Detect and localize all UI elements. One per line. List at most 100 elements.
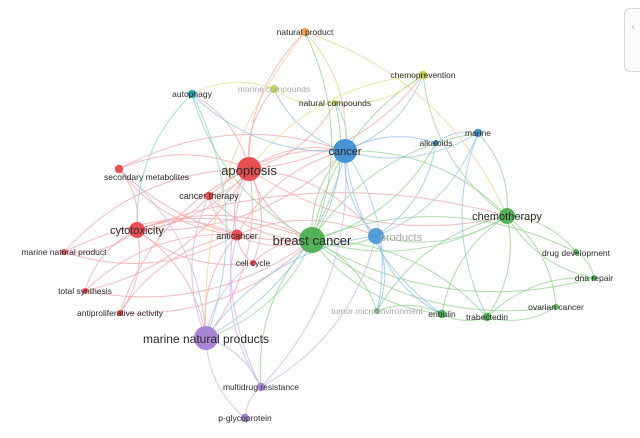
link-cytotoxicity-antiproliferative_activity	[119, 229, 141, 314]
node-total-synthesis[interactable]	[82, 288, 88, 294]
node-autophagy[interactable]	[187, 89, 197, 99]
link-apoptosis-natural_compounds	[248, 102, 336, 170]
node-antiproliferative-activity[interactable]	[117, 310, 123, 316]
link-breast_cancer-autophagy	[191, 93, 313, 241]
link-apoptosis-total_synthesis	[84, 168, 250, 292]
link-chemotherapy-chemoprevention	[422, 74, 508, 217]
node-label-marine[interactable]: marine	[465, 128, 491, 138]
node-label-eribulin[interactable]: eribulin	[428, 309, 456, 319]
link-autophagy-marine_natural_products	[191, 93, 227, 339]
link-marine_natural_products-cancer_therapy	[191, 195, 210, 339]
link-antiproliferative_activity-breast_cancer	[119, 239, 313, 314]
node-products[interactable]	[368, 228, 384, 244]
node-label-multidrug-resistance[interactable]: multidrug resistance	[223, 382, 299, 392]
node-label-chemotherapy[interactable]: chemotherapy	[472, 211, 542, 223]
node-anticancer[interactable]	[231, 229, 243, 241]
node-marine-natural-products[interactable]	[194, 326, 218, 350]
link-chemotherapy-eribulin	[441, 215, 508, 315]
node-label-marine-compounds[interactable]: marine compounds	[238, 84, 310, 94]
link-multidrug_resistance-products	[260, 235, 377, 388]
node-chemotherapy[interactable]	[499, 208, 515, 224]
node-label-apoptosis[interactable]: apoptosis	[221, 163, 277, 178]
node-cell-cycle[interactable]	[250, 260, 256, 266]
node-label-marine-natural-product[interactable]: marine natural product	[21, 247, 107, 257]
node-label-cytotoxicity[interactable]: cytotoxicity	[110, 225, 164, 237]
node-label-anticancer[interactable]: anticancer	[216, 231, 258, 241]
link-cytotoxicity-cancer_therapy	[136, 195, 210, 231]
node-label-trabectedin[interactable]: trabectedin	[466, 312, 508, 322]
node-cancer[interactable]	[333, 139, 357, 163]
link-chemotherapy-trabectedin	[486, 215, 511, 318]
link-apoptosis-marine_natural_products	[205, 168, 253, 339]
link-cytotoxicity-marine_natural_products	[136, 229, 207, 339]
link-chemotherapy-ovarian_cancer	[506, 215, 557, 308]
node-label-antiproliferative-activity[interactable]: antiproliferative activity	[77, 308, 164, 318]
link-marine_natural_products-p_glycoprotein	[205, 337, 246, 419]
node-label-ovarian-cancer[interactable]: ovarian cancer	[528, 302, 584, 312]
node-label-cell-cycle[interactable]: cell cycle	[236, 258, 271, 268]
link-cytotoxicity-cancer	[136, 150, 346, 231]
side-panel-collapse-button[interactable]: ‹	[624, 8, 640, 72]
link-apoptosis-marine_natural_product	[63, 168, 250, 253]
node-natural-product[interactable]	[300, 27, 310, 37]
link-natural_compounds-marine_compounds	[273, 88, 336, 106]
link-alkaloids-products	[375, 142, 437, 237]
node-label-drug-development[interactable]: drug development	[542, 248, 611, 258]
node-label-p-glycoprotein[interactable]: p-glycoprotein	[218, 413, 272, 423]
link-total_synthesis-anticancer	[84, 234, 238, 292]
node-apoptosis[interactable]	[237, 157, 261, 181]
link-apoptosis-secondary_metabolites	[118, 154, 250, 170]
node-label-cancer-therapy[interactable]: cancer therapy	[179, 191, 239, 201]
node-dna-repair[interactable]	[591, 275, 597, 281]
node-natural-compounds[interactable]	[332, 100, 338, 106]
node-secondary-metabolites[interactable]	[114, 164, 124, 174]
node-ovarian-cancer[interactable]	[553, 304, 559, 310]
node-marine[interactable]	[473, 128, 483, 138]
node-label-total-synthesis[interactable]: total synthesis	[58, 286, 112, 296]
node-p-glycoprotein[interactable]	[240, 413, 250, 423]
link-marine-products	[375, 132, 479, 237]
link-autophagy-cytotoxicity	[136, 93, 193, 231]
link-trabectedin-ovarian_cancer	[486, 306, 557, 321]
node-marine-compounds[interactable]	[269, 84, 279, 94]
node-multidrug-resistance[interactable]	[256, 382, 266, 392]
node-trabectedin[interactable]	[482, 312, 492, 322]
node-cytotoxicity[interactable]	[129, 222, 145, 238]
node-label-marine-natural-products[interactable]: marine natural products	[143, 332, 269, 346]
link-chemoprevention-natural_compounds	[334, 74, 424, 105]
link-breast_cancer-marine	[311, 132, 479, 241]
node-label-autophagy[interactable]: autophagy	[172, 89, 212, 99]
link-cancer-autophagy	[191, 93, 346, 152]
node-eribulin[interactable]	[437, 309, 447, 319]
link-cytotoxicity-chemotherapy	[136, 192, 508, 231]
node-label-cancer[interactable]: cancer	[328, 146, 361, 158]
node-tumor-microenvironment[interactable]	[374, 308, 380, 314]
node-label-alkaloids[interactable]: alkaloids	[419, 138, 452, 148]
node-label-natural-product[interactable]: natural product	[277, 27, 334, 37]
link-trabectedin-dna_repair	[486, 277, 595, 318]
link-secondary_metabolites-cancer	[118, 133, 346, 170]
node-breast-cancer[interactable]	[299, 227, 325, 253]
link-anticancer-antiproliferative_activity	[119, 234, 238, 314]
node-label-products[interactable]: products	[380, 232, 423, 244]
node-chemoprevention[interactable]	[418, 70, 428, 80]
node-label-secondary-metabolites[interactable]: secondary metabolites	[104, 172, 189, 182]
node-label-breast-cancer[interactable]: breast cancer	[273, 233, 352, 248]
node-cancer-therapy[interactable]	[204, 191, 214, 201]
node-label-dna-repair[interactable]: dna repair	[575, 273, 613, 283]
node-alkaloids[interactable]	[433, 140, 439, 146]
link-natural_product-marine_natural_products	[205, 31, 306, 339]
node-drug-development[interactable]	[573, 249, 579, 255]
link-chemotherapy-dna_repair	[506, 215, 595, 279]
link-apoptosis-chemotherapy	[248, 168, 508, 227]
link-breast_cancer-alkaloids	[311, 142, 437, 241]
node-label-natural-compounds[interactable]: natural compounds	[299, 98, 371, 108]
link-multidrug_resistance-cancer	[260, 150, 347, 388]
node-label-chemoprevention[interactable]: chemoprevention	[390, 70, 455, 80]
node-marine-natural-product[interactable]	[61, 249, 67, 255]
link-apoptosis-antiproliferative_activity	[119, 168, 250, 314]
link-marine_natural_product-anticancer	[63, 234, 238, 264]
link-multidrug_resistance-anticancer	[229, 234, 262, 388]
node-label-tumor-microenvironment[interactable]: tumor microenvironment	[331, 306, 423, 316]
